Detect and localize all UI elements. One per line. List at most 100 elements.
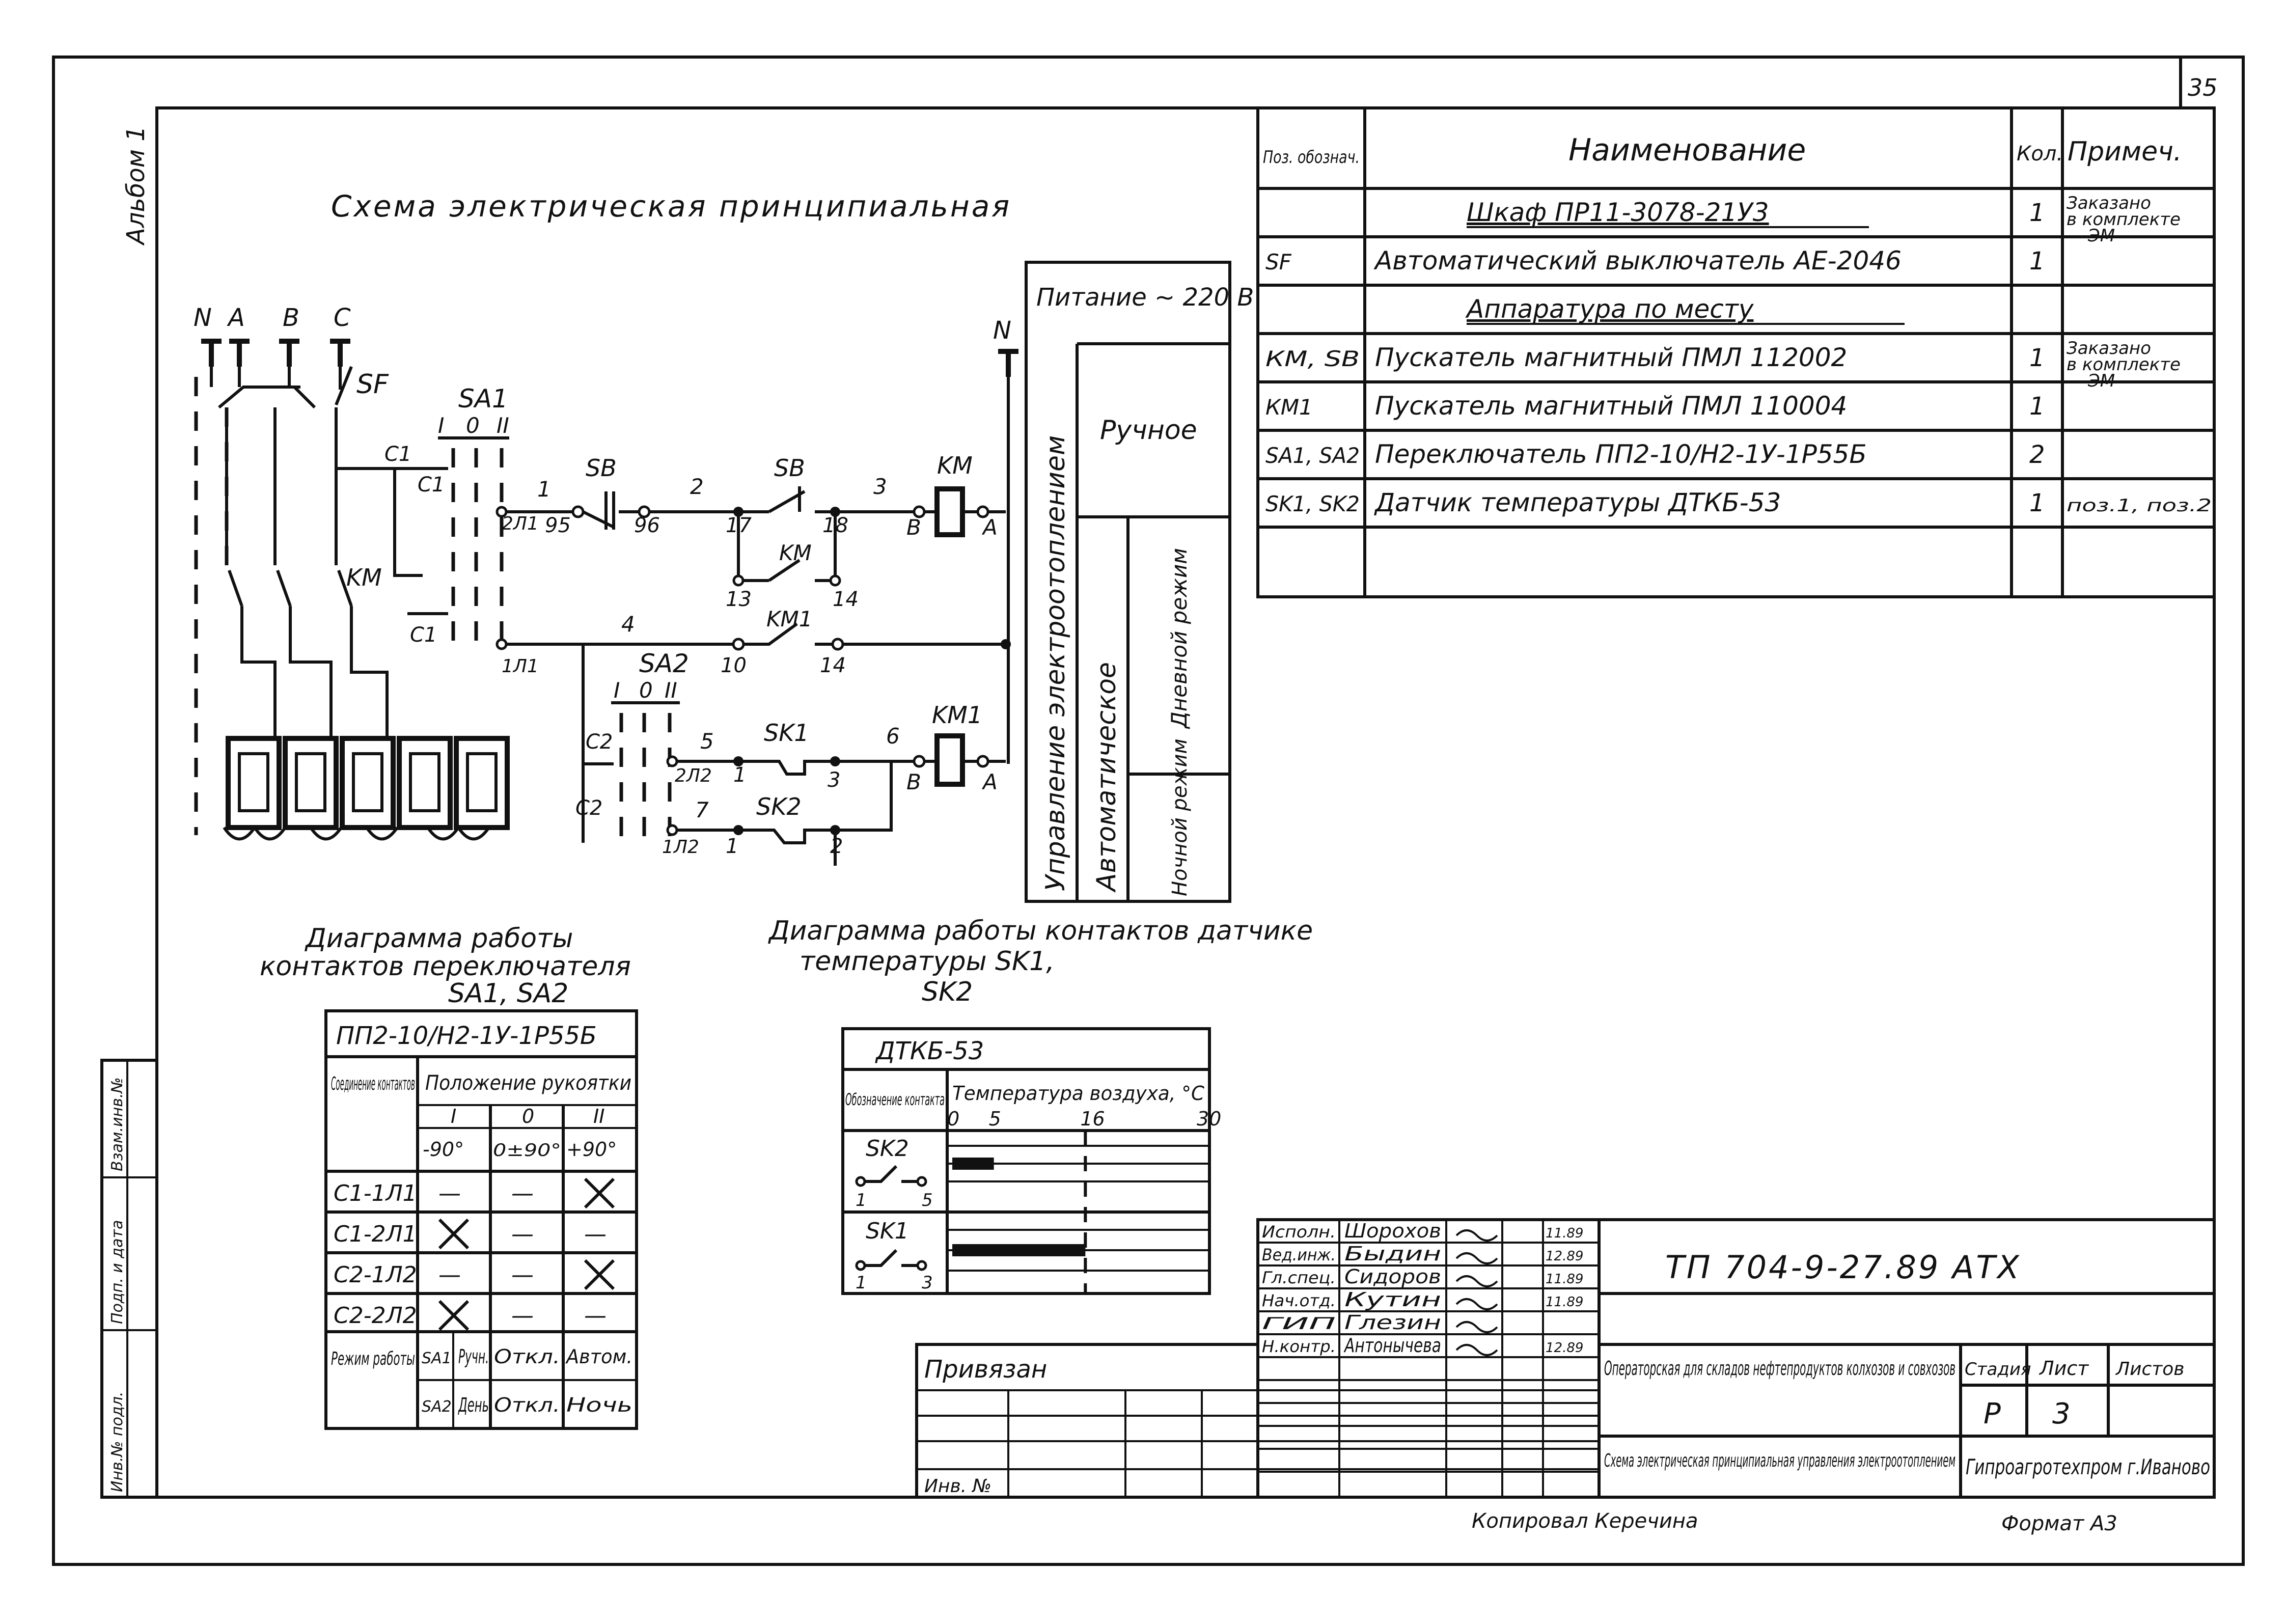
km-hold-label: KM xyxy=(779,540,812,565)
diag1-closed-mark xyxy=(438,1218,470,1250)
diag1-open-mark: — xyxy=(511,1221,534,1247)
wire-1-sk2: 1 xyxy=(726,835,738,858)
spec-row-pos: SF xyxy=(1265,250,1292,274)
phase-n-label: N xyxy=(194,304,212,332)
power-label: Питание ~ 220 В xyxy=(1036,283,1254,312)
spec-row-name: Пускатель магнитный ПМЛ 112002 xyxy=(1375,343,1847,372)
diag2-tick: 5 xyxy=(989,1108,1001,1130)
node-a-2: A xyxy=(981,769,998,794)
spec-row-note: поз.1, поз.2 xyxy=(2067,496,2212,516)
wire-10: 10 xyxy=(721,654,747,677)
spec-row-pos: SA1, SA2 xyxy=(1265,443,1360,468)
diag1-pos-2: II xyxy=(593,1105,604,1127)
tb-name: Шорохов xyxy=(1344,1220,1441,1242)
c1-label-a: C1 xyxy=(384,443,411,466)
diag1-open-mark: — xyxy=(584,1303,607,1329)
phase-c-label: C xyxy=(334,304,351,332)
diag1-mode-value: Откл. xyxy=(494,1345,560,1368)
spec-row-pos: КМ, SB xyxy=(1265,346,1360,371)
wire-14: 14 xyxy=(833,588,859,611)
diag1-mode-switch: SA1 xyxy=(422,1350,452,1367)
l1-2-label: 1Л2 xyxy=(662,837,699,858)
tb-date: 11.89 xyxy=(1546,1295,1583,1310)
diag1-angle-1: -90° xyxy=(423,1138,464,1161)
drawing-title: Схема электрическая принципиальная управ… xyxy=(1604,1450,1956,1471)
wire-95: 95 xyxy=(545,514,571,537)
sa1-pos-2: II xyxy=(497,413,509,438)
power-circuit: N A B C SF KM xyxy=(194,304,510,841)
spec-row-name: Пускатель магнитный ПМЛ 110004 xyxy=(1375,391,1847,421)
tb-date: 12.89 xyxy=(1546,1340,1583,1356)
sk-contact-symbols: 1 5 1 3 xyxy=(855,1165,933,1293)
side-stamp-replaces: Взам.инв.№ xyxy=(108,1077,126,1171)
spec-header-pos: Поз. обознач. xyxy=(1263,147,1360,168)
spec-row-name: Датчик температуры ДТКБ-53 xyxy=(1374,488,1781,517)
spec-row-pos: SK1, SK2 xyxy=(1265,491,1360,516)
node-b-2: B xyxy=(906,769,921,794)
l1-1-label: 1Л1 xyxy=(502,656,539,677)
tb-role: Гл.спец. xyxy=(1262,1268,1336,1287)
km-coil-label: KM xyxy=(937,452,973,479)
spec-row-qty: 2 xyxy=(2029,441,2045,469)
diag1-open-mark: — xyxy=(511,1303,534,1329)
diag1-open-mark: — xyxy=(511,1180,534,1206)
km1-contact-label: KM1 xyxy=(766,607,813,631)
copied-by: Копировал Керечина xyxy=(1472,1509,1698,1533)
wire-2: 2 xyxy=(690,474,704,499)
l2-1-label: 2Л1 xyxy=(502,513,539,534)
c2-label-b: C2 xyxy=(575,796,602,820)
c1-label-b: C1 xyxy=(418,473,445,497)
diag1-mode-value: День xyxy=(458,1394,489,1416)
diag2-row-name: SK2 xyxy=(866,1136,909,1162)
diag1-open-mark: — xyxy=(438,1180,461,1206)
sk2-contact-label: SK2 xyxy=(756,793,802,820)
control-circuit: SA1 I 0 II C1 C1 C1 2Л1 1Л1 1 95 SB 96 2… xyxy=(384,316,1018,866)
wire-7: 7 xyxy=(695,797,709,822)
sa2-label: SA2 xyxy=(639,649,689,678)
night-mode-label: Ночной режим xyxy=(1168,738,1192,896)
sheet-number: 35 xyxy=(2188,74,2218,101)
sheet-header: Лист xyxy=(2039,1357,2089,1380)
tb-signature xyxy=(1455,1298,1498,1310)
tb-name: Сидоров xyxy=(1344,1265,1441,1288)
tb-name: Кутин xyxy=(1344,1288,1441,1311)
sa2-pos-1: I xyxy=(614,678,620,703)
diag1-mode-value: Откл. xyxy=(494,1394,560,1416)
spec-header-name: Наименование xyxy=(1568,132,1806,168)
diag1-open-mark: — xyxy=(438,1262,461,1288)
spec-row-qty: 1 xyxy=(2029,247,2045,276)
tb-date: 12.89 xyxy=(1546,1249,1583,1264)
sa1-label: SA1 xyxy=(458,384,508,414)
phase-b-label: B xyxy=(283,304,299,332)
tb-signature xyxy=(1455,1321,1498,1333)
diag1-open-mark: — xyxy=(584,1221,607,1247)
diag1-title: Диаграмма работы контактов переключателя… xyxy=(260,923,639,1009)
sheet-format: Формат А3 xyxy=(2001,1512,2117,1535)
diag2-col1: Обозначение контакта xyxy=(845,1090,945,1109)
privyazan-label: Привязан xyxy=(924,1355,1047,1384)
spec-row-qty: 1 xyxy=(2029,392,2045,421)
diag2-col2: Температура воздуха, °С xyxy=(952,1082,1204,1105)
wire-96: 96 xyxy=(634,514,660,537)
diag1-mode-label: Режим работы xyxy=(331,1348,415,1369)
sa2-pos-2: II xyxy=(665,678,677,703)
diag1-angle-2: +90° xyxy=(566,1138,617,1161)
diag2-row-name: SK1 xyxy=(866,1218,909,1244)
tb-role: Исполн. xyxy=(1262,1222,1336,1242)
tb-date: 11.89 xyxy=(1546,1226,1583,1241)
sk1-contact-label: SK1 xyxy=(764,719,809,747)
wire-3: 3 xyxy=(873,474,887,499)
sk-contact-diagram: Диаграмма работы контактов датчике темпе… xyxy=(768,916,1321,1295)
stage-header: Стадия xyxy=(1965,1359,2031,1380)
diag1-closed-mark xyxy=(438,1300,470,1331)
diag2-title: Диаграмма работы контактов датчике темпе… xyxy=(768,916,1321,1007)
sa2-pos-0: 0 xyxy=(639,678,653,703)
diag2-closed-bar xyxy=(952,1158,994,1170)
stage-value: Р xyxy=(1984,1397,2001,1430)
diag1-pos-0: 0 xyxy=(522,1105,534,1127)
sa1-pos-0: 0 xyxy=(466,413,480,438)
